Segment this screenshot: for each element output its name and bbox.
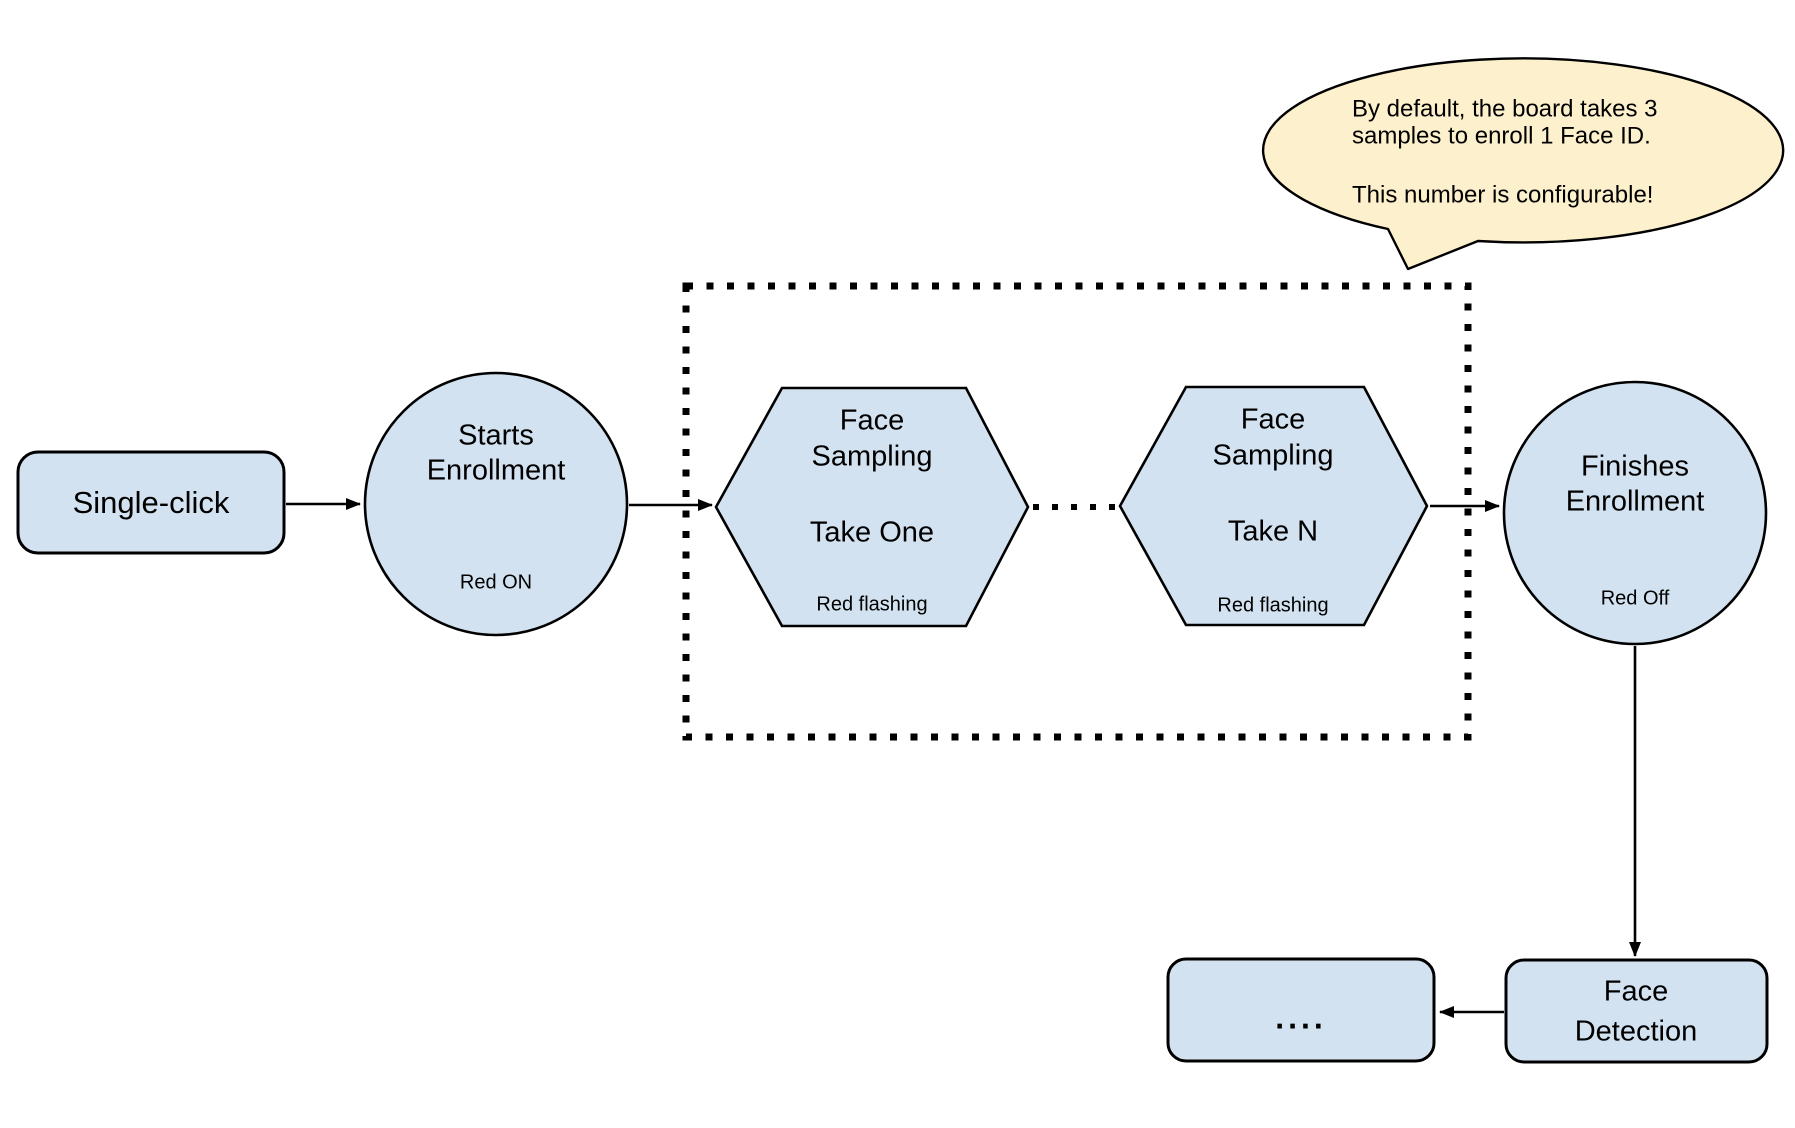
single-click-node: Single-click [16,450,286,555]
callout-bubble-shape [1261,57,1785,271]
take-n-title-line1: Face [1241,404,1305,436]
starts-enrollment-node: Starts Enrollment Red ON [363,371,629,637]
take-one-title-line2: Sampling [812,441,933,473]
callout-text-line2: samples to enroll 1 Face ID. [1352,122,1651,149]
finishes-enrollment-node: Finishes Enrollment Red Off [1502,380,1768,646]
continuation-label: .... [1275,999,1327,1035]
continuation-node: .... [1166,957,1436,1063]
finishes-enrollment-status: Red Off [1601,587,1670,609]
face-detection-title-line1: Face [1604,976,1668,1008]
finishes-enrollment-shape [1502,380,1768,646]
take-n-title-line2: Sampling [1213,440,1334,472]
single-click-label: Single-click [73,485,230,520]
continuation-shape [1166,957,1436,1063]
callout-text-line1: By default, the board takes 3 [1352,95,1658,122]
take-n-status: Red flashing [1217,594,1328,616]
callout-bubble: By default, the board takes 3 samples to… [1261,57,1785,271]
finishes-enrollment-title-line2: Enrollment [1566,486,1705,518]
face-detection-shape [1504,958,1769,1064]
face-detection-title-line2: Detection [1575,1016,1698,1048]
starts-enrollment-status: Red ON [460,571,532,593]
starts-enrollment-title-line1: Starts [458,420,534,452]
take-one-status: Red flashing [816,593,927,615]
face-sampling-take-n-node: Face Sampling Take N Red flashing [1118,385,1429,627]
face-sampling-take-one-node: Face Sampling Take One Red flashing [714,386,1030,628]
face-sampling-take-n-hexagon [1118,385,1429,627]
finishes-enrollment-title-line1: Finishes [1581,451,1689,483]
starts-enrollment-title-line2: Enrollment [427,455,566,487]
face-sampling-take-one-hexagon [714,386,1030,628]
starts-enrollment-shape [363,371,629,637]
single-click-shape [16,450,286,555]
callout-text-line3: This number is configurable! [1352,181,1653,208]
take-one-step-label: Take One [810,517,934,549]
face-detection-node: Face Detection [1504,958,1769,1064]
take-one-title-line1: Face [840,405,904,437]
take-n-step-label: Take N [1228,516,1318,548]
sampling-loop-container [682,282,1472,741]
